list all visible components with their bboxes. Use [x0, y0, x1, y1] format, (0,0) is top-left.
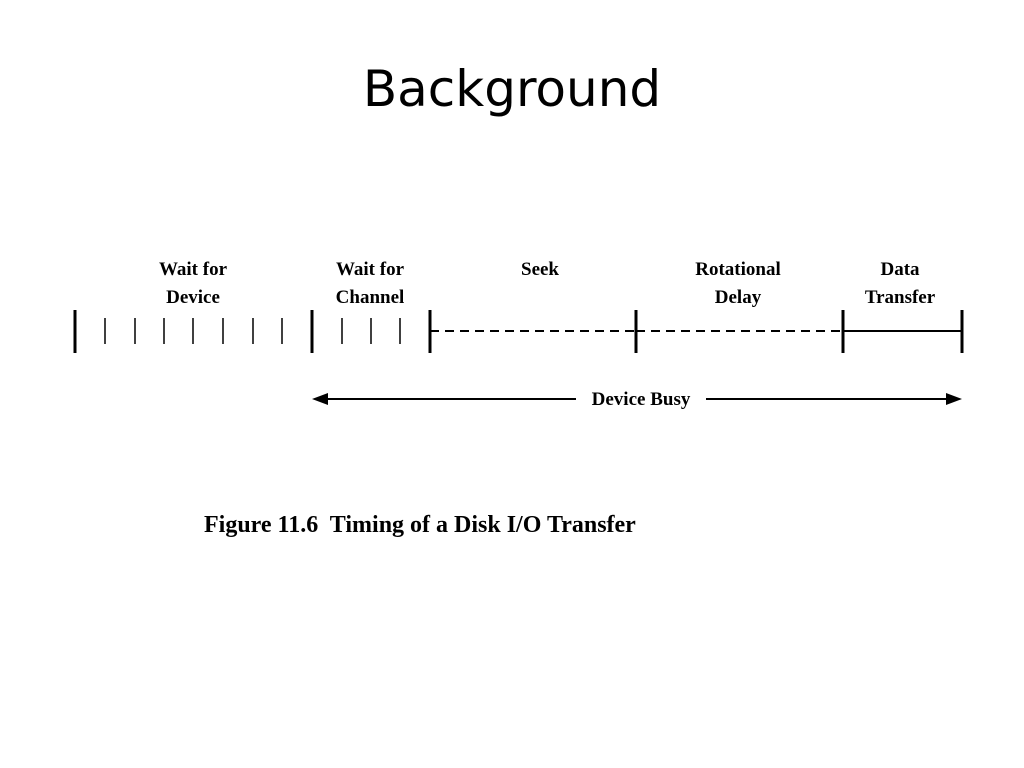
figure-caption: Figure 11.6 Timing of a Disk I/O Transfe… [204, 512, 636, 538]
slide-title: Background [362, 60, 662, 118]
arrowhead-left-icon [312, 393, 328, 405]
phase-label-wait-device-line2: Device [166, 287, 220, 308]
phase-label-wait-channel-line2: Channel [336, 287, 405, 308]
disk-io-timing-diagram: Wait for Device Wait for Channel Seek Ro… [73, 259, 964, 410]
phase-label-wait-device-line1: Wait for [159, 259, 228, 280]
device-busy-arrow: Device Busy [312, 389, 962, 410]
wait-channel-ticks [341, 318, 401, 344]
device-busy-label: Device Busy [592, 389, 691, 410]
arrowhead-right-icon [946, 393, 962, 405]
phase-label-rotational-delay-line2: Delay [715, 287, 762, 308]
phase-label-rotational-delay-line1: Rotational [695, 259, 781, 280]
phase-label-seek-line1: Seek [521, 259, 559, 280]
phase-labels: Wait for Device Wait for Channel Seek Ro… [159, 259, 936, 308]
phase-label-data-transfer-line1: Data [880, 259, 920, 280]
phase-boundaries [73, 310, 964, 353]
phase-label-wait-channel-line1: Wait for [336, 259, 405, 280]
wait-device-ticks [104, 318, 283, 344]
phase-label-data-transfer-line2: Transfer [865, 287, 936, 308]
